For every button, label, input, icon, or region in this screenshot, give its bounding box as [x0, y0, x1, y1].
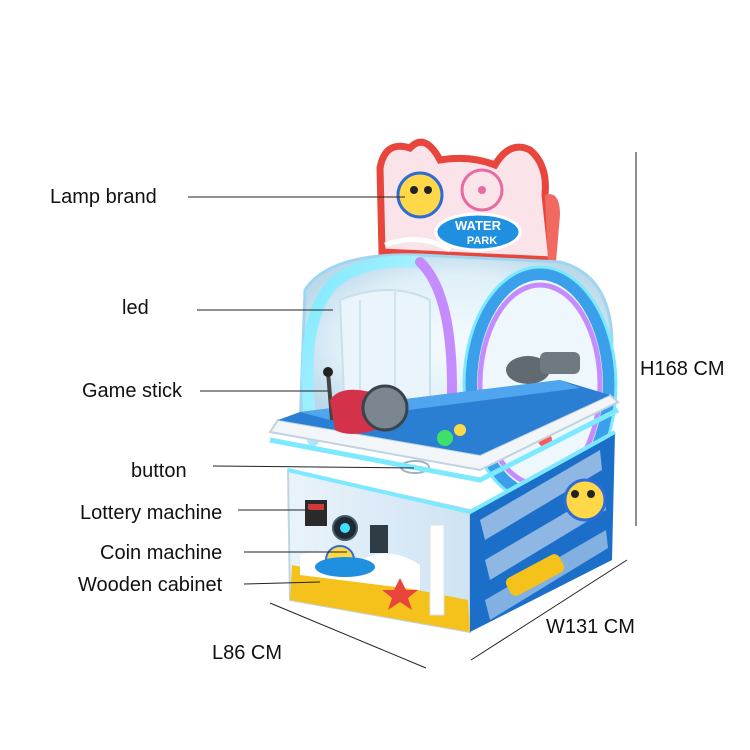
- marquee-text-line1: WATER: [455, 218, 502, 233]
- game-stick[interactable]: [323, 367, 334, 421]
- label-lamp-brand: Lamp brand: [50, 186, 157, 208]
- label-button: button: [131, 460, 187, 482]
- dimension-width: W131 CM: [546, 616, 635, 638]
- marquee-text-line2: PARK: [467, 235, 497, 247]
- wooden-cabinet: [286, 430, 616, 634]
- coin-machine-slot: [370, 525, 388, 553]
- leader-lines: [188, 196, 415, 585]
- label-game-stick: Game stick: [82, 380, 183, 402]
- width-dimension-line: [470, 559, 628, 661]
- label-coin-machine: Coin machine: [100, 542, 223, 564]
- dimension-lines: [269, 152, 637, 669]
- dimension-height: H168 CM: [640, 358, 725, 380]
- leader-line-wooden-cabinet: [243, 581, 321, 585]
- label-led: led: [122, 297, 149, 319]
- leader-line-button: [212, 465, 415, 469]
- lamp-brand-marquee: WATER PARK: [376, 138, 560, 264]
- dimension-length: L86 CM: [212, 642, 283, 664]
- control-deck: [268, 367, 620, 483]
- length-dimension-line: [269, 602, 427, 669]
- label-lottery-machine: Lottery machine: [80, 502, 223, 524]
- label-wooden-cabinet: Wooden cabinet: [78, 574, 223, 596]
- lottery-machine-slot: [305, 500, 327, 526]
